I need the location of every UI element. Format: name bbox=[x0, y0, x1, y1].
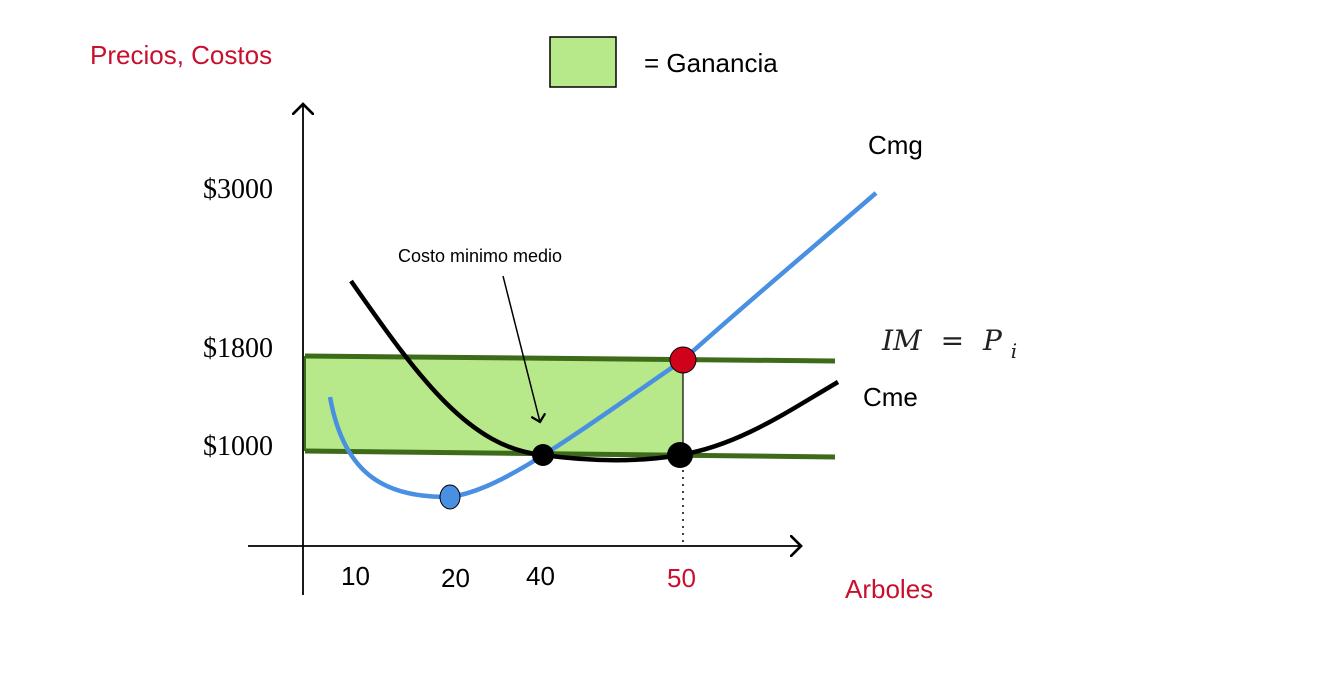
x-tick-20: 20 bbox=[441, 563, 470, 593]
cme-min-point bbox=[532, 444, 554, 466]
price-line-cme-min bbox=[304, 448, 836, 460]
legend-text: = Ganancia bbox=[644, 48, 778, 78]
annotation-text: Costo minimo medio bbox=[398, 246, 562, 266]
price-line-im bbox=[304, 353, 836, 364]
equation-op: = bbox=[941, 324, 964, 357]
x-tick-10: 10 bbox=[341, 561, 370, 591]
cmg-curve bbox=[327, 191, 878, 500]
cmg-label: Cmg bbox=[868, 130, 923, 160]
cme-at-50-point bbox=[667, 442, 693, 468]
y-tick-1800: $1800 bbox=[203, 333, 273, 364]
cme-curve bbox=[349, 279, 840, 463]
y-tick-3000: $3000 bbox=[203, 174, 273, 205]
equation-rhs: P bbox=[982, 324, 1003, 357]
revenue-equation: IM = P i bbox=[881, 324, 1017, 363]
equilibrium-point bbox=[669, 346, 697, 374]
x-axis-title: Arboles bbox=[845, 574, 933, 604]
legend-swatch bbox=[549, 36, 617, 88]
profit-area bbox=[305, 356, 683, 454]
y-tick-1000: $1000 bbox=[203, 431, 273, 462]
cmg-min-point bbox=[439, 484, 461, 510]
equation-sub: i bbox=[1011, 339, 1017, 363]
annotation-arrow bbox=[502, 275, 540, 422]
x-tick-50: 50 bbox=[667, 563, 696, 593]
x-tick-40: 40 bbox=[526, 561, 555, 591]
cme-label: Cme bbox=[863, 382, 918, 412]
equation-lhs: IM bbox=[881, 324, 923, 357]
y-axis-title: Precios, Costos bbox=[90, 40, 272, 70]
